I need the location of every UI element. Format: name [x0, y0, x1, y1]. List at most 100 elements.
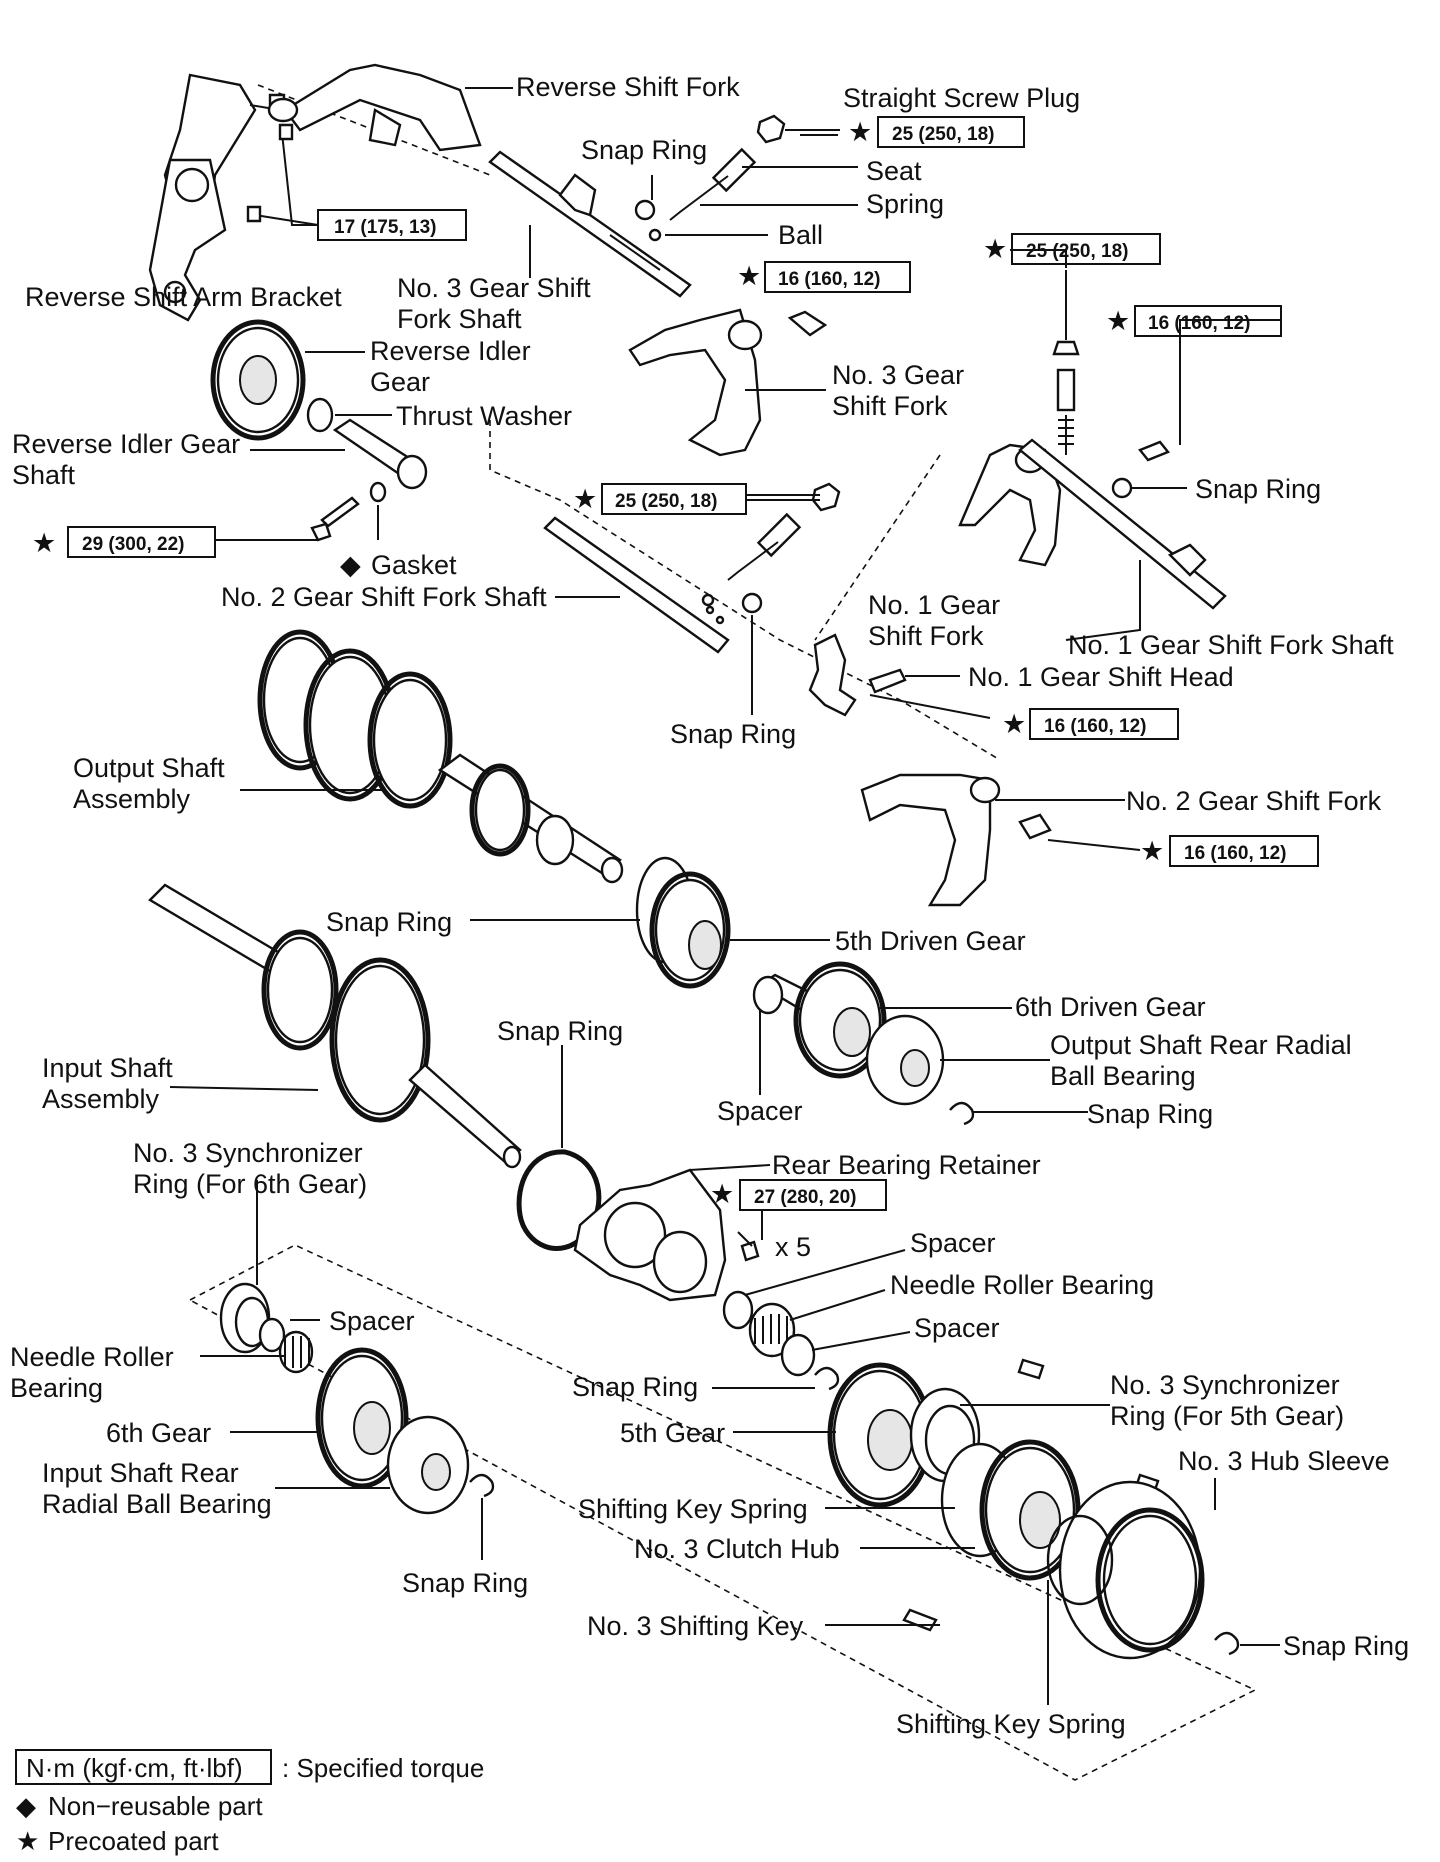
sixth-gear-part [315, 1347, 409, 1489]
label-input-rear-bearing-2: Radial Ball Bearing [42, 1489, 272, 1519]
label-input-shaft-assembly-1: Input Shaft [42, 1053, 173, 1083]
thrust-washer-part [306, 397, 334, 433]
lower-shifting-key-spring-part [1046, 1514, 1114, 1606]
label-no3-gear-shift-fork-2: Shift Fork [832, 391, 948, 421]
label-rear-bearing-retainer: Rear Bearing Retainer [772, 1150, 1041, 1180]
label-spacer-upper: Spacer [717, 1096, 803, 1126]
legend: N·m (kgf·cm, ft·lbf) : Specified torque … [15, 1749, 484, 1856]
label-no3-sync-5th-2: Ring (For 5th Gear) [1110, 1401, 1344, 1431]
output-rear-bearing-part [865, 1014, 945, 1106]
label-no1-gear-shift-fork-shaft: No. 1 Gear Shift Fork Shaft [1068, 630, 1394, 660]
label-no3-sync-5th-1: No. 3 Synchronizer [1110, 1370, 1340, 1400]
right-spacer-needle-parts [722, 1290, 840, 1391]
retainer-bolt-part [737, 1231, 760, 1262]
star-icon: ★ [1106, 306, 1130, 336]
label-needle-roller-bearing-left-2: Bearing [10, 1373, 103, 1403]
legend-non-reusable: Non−reusable part [48, 1791, 263, 1821]
torque-value-no2-fork: 16 (160, 12) [1184, 843, 1286, 864]
label-ball: Ball [778, 220, 823, 250]
torque-value-right-plug: 25 (250, 18) [1026, 241, 1128, 262]
label-spacer-right-top: Spacer [910, 1228, 996, 1258]
right-detent-parts [1052, 340, 1170, 462]
label-snap-ring-right: Snap Ring [1195, 474, 1321, 504]
label-snap-ring-left-lower: Snap Ring [402, 1568, 528, 1598]
torque-value-retainer: 27 (280, 20) [754, 1187, 856, 1208]
no1-gear-shift-head-part [808, 633, 907, 717]
label-fifth-gear: 5th Gear [620, 1418, 725, 1448]
gasket-bolt-parts [310, 481, 387, 542]
label-input-rear-bearing-1: Input Shaft Rear [42, 1458, 239, 1488]
no3-gear-shift-fork-shaft-part [488, 150, 692, 298]
rear-bearing-retainer-part [573, 1168, 727, 1302]
legend-torque-box-text: N·m (kgf·cm, ft·lbf) [26, 1753, 243, 1783]
label-no3-shifting-key: No. 3 Shifting Key [587, 1611, 804, 1641]
reverse-idler-gear-shaft-part [332, 418, 428, 490]
label-reverse-shift-arm-bracket: Reverse Shift Arm Bracket [25, 282, 342, 312]
large-snap-ring-part [516, 1149, 602, 1251]
torque-value-no1-shift-head: 16 (160, 12) [1044, 716, 1146, 737]
label-snap-ring-input-top: Snap Ring [497, 1016, 623, 1046]
diamond-icon: ◆ [340, 550, 361, 580]
label-gasket: Gasket [371, 550, 457, 580]
label-snap-ring-top: Snap Ring [581, 135, 707, 165]
legend-torque-desc: : Specified torque [282, 1753, 484, 1783]
label-shifting-key-spring-lower: Shifting Key Spring [896, 1709, 1126, 1739]
star-icon: ★ [1002, 709, 1026, 739]
label-output-rear-bearing-2: Ball Bearing [1050, 1061, 1196, 1091]
label-snap-ring-sleeve: Snap Ring [1283, 1631, 1409, 1661]
lower-detent-parts [701, 482, 841, 614]
label-reverse-idler-gear-shaft-1: Reverse Idler Gear [12, 429, 240, 459]
no3-gear-shift-fork-part [628, 308, 828, 457]
label-no1-gear-shift-fork-2: Shift Fork [868, 621, 984, 651]
reverse-shift-fork-part [267, 63, 482, 152]
upper-detent-parts [634, 114, 786, 242]
label-reverse-idler-gear-2: Gear [370, 367, 430, 397]
star-icon: ★ [710, 1179, 734, 1209]
star-icon: ★ [737, 261, 761, 291]
label-no2-gear-shift-fork: No. 2 Gear Shift Fork [1126, 786, 1382, 816]
star-icon: ★ [848, 117, 872, 147]
torque-value-no1-fork-bolt: 16 (160, 12) [1148, 313, 1250, 334]
label-straight-screw-plug: Straight Screw Plug [843, 83, 1080, 113]
label-no3-sync-6th-1: No. 3 Synchronizer [133, 1138, 363, 1168]
label-snap-ring-output-rear: Snap Ring [1087, 1099, 1213, 1129]
input-shaft-assembly-part [148, 883, 522, 1169]
label-no3-clutch-hub: No. 3 Clutch Hub [634, 1534, 840, 1564]
label-no3-gear-shift-fork-1: No. 3 Gear [832, 360, 964, 390]
label-shifting-key-spring-upper: Shifting Key Spring [578, 1494, 808, 1524]
label-seat: Seat [866, 156, 922, 186]
torque-value-straight-screw-plug: 25 (250, 18) [892, 124, 994, 145]
label-spacer-left: Spacer [329, 1306, 415, 1336]
diamond-icon: ◆ [16, 1791, 36, 1821]
label-x5: x 5 [775, 1232, 811, 1262]
star-icon: ★ [1140, 836, 1164, 866]
label-spring: Spring [866, 189, 944, 219]
label-no1-gear-shift-head: No. 1 Gear Shift Head [968, 662, 1234, 692]
fifth-driven-gear-part [635, 856, 731, 989]
star-icon: ★ [32, 528, 56, 558]
torque-value-no3-fork: 16 (160, 12) [778, 269, 880, 290]
label-reverse-idler-gear-1: Reverse Idler [370, 336, 531, 366]
label-no3-gear-shift-fork-shaft-2: Fork Shaft [397, 304, 522, 334]
label-snap-ring-right-lower: Snap Ring [572, 1372, 698, 1402]
no3-clutch-hub-part [940, 1439, 1081, 1581]
label-needle-roller-bearing-left-1: Needle Roller [10, 1342, 174, 1372]
label-snap-ring-output: Snap Ring [326, 907, 452, 937]
star-icon: ★ [573, 484, 597, 514]
label-output-rear-bearing-1: Output Shaft Rear Radial [1050, 1030, 1352, 1060]
no1-gear-shift-fork-shaft-part [1018, 438, 1227, 610]
torque-value-idler-shaft-bolt: 29 (300, 22) [82, 534, 184, 555]
star-icon: ★ [983, 234, 1007, 264]
label-spacer-right-bottom: Spacer [914, 1313, 1000, 1343]
torque-boxes: ★ 25 (250, 18) 17 (175, 13) ★ 16 (160, 1… [32, 116, 1319, 1211]
torque-value-reverse-arm-bracket: 17 (175, 13) [334, 217, 436, 238]
label-snap-ring-mid: Snap Ring [670, 719, 796, 749]
no3-hub-sleeve-part [1058, 1480, 1205, 1660]
no2-gear-shift-fork-shaft-part [543, 516, 730, 654]
label-output-shaft-assembly-2: Assembly [73, 784, 191, 814]
label-needle-roller-bearing-right: Needle Roller Bearing [890, 1270, 1154, 1300]
label-no1-gear-shift-fork-1: No. 1 Gear [868, 590, 1000, 620]
label-no2-gear-shift-fork-shaft: No. 2 Gear Shift Fork Shaft [221, 582, 547, 612]
labels: Reverse Shift Fork Straight Screw Plug S… [10, 72, 1409, 1739]
